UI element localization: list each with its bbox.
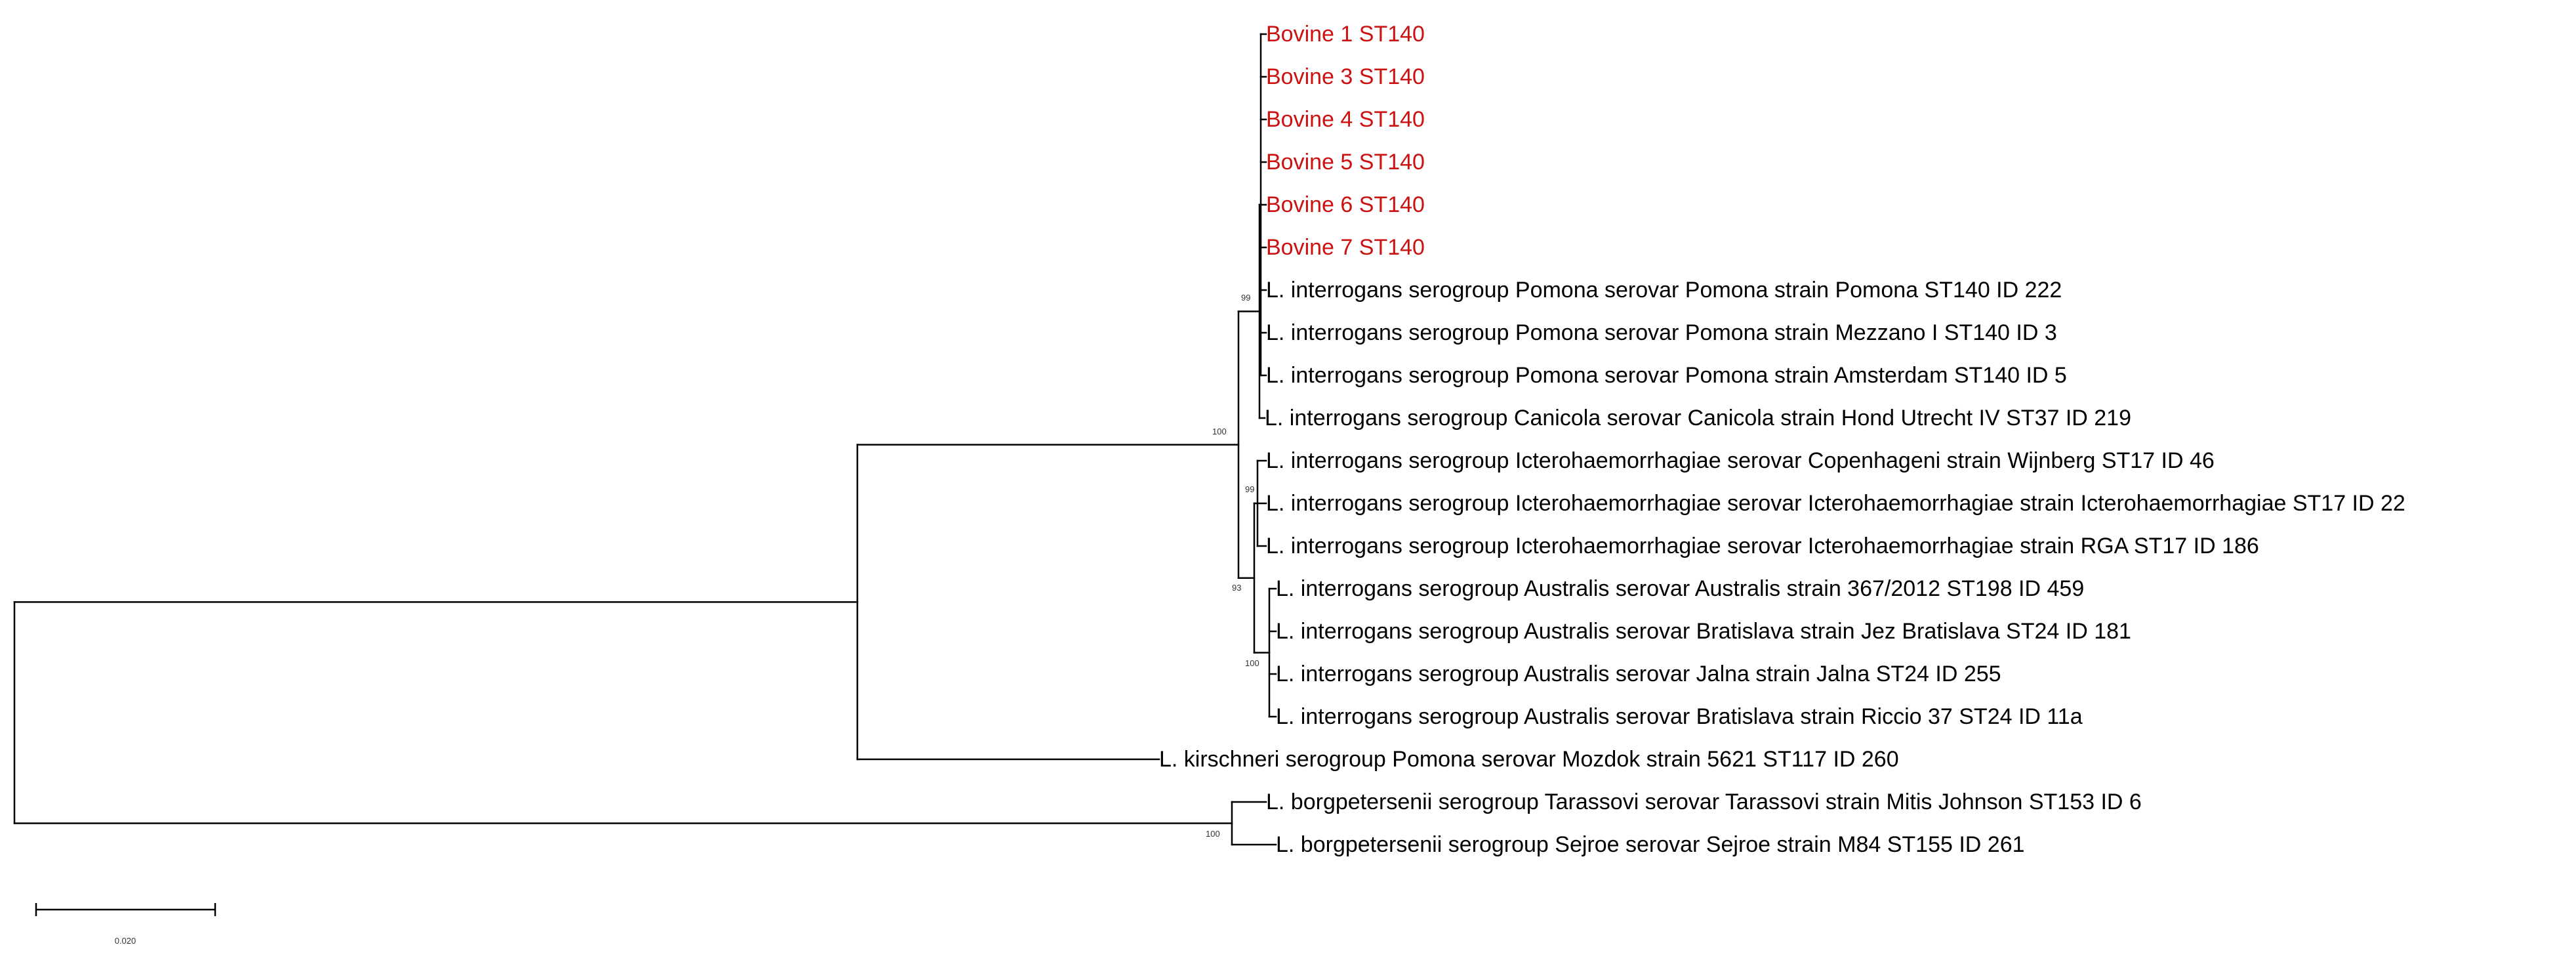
bootstrap-interrogans_root: 100 — [1212, 427, 1227, 436]
leaf-label-b7: Bovine 7 ST140 — [1266, 235, 1425, 260]
leaf-label-b5: Bovine 5 ST140 — [1266, 150, 1425, 175]
bootstrap-ictero_australis: 93 — [1232, 583, 1241, 593]
leaf-label-p5: L. interrogans serogroup Pomona serovar … — [1266, 363, 2067, 388]
leaf-label-b4: Bovine 4 ST140 — [1266, 107, 1425, 132]
bootstrap-ictero_clade: 99 — [1245, 484, 1254, 494]
leaf-label-b3: Bovine 3 ST140 — [1266, 64, 1425, 89]
bootstrap-australis_clade: 100 — [1245, 658, 1259, 668]
leaf-label-a11a: L. interrogans serogroup Australis serov… — [1276, 704, 2083, 729]
leaf-label-i22: L. interrogans serogroup Icterohaemorrha… — [1266, 491, 2405, 516]
leaf-label-bg261: L. borgpetersenii serogroup Sejroe serov… — [1276, 832, 2025, 857]
scale-bar-label: 0.020 — [115, 936, 136, 946]
leaf-label-a181: L. interrogans serogroup Australis serov… — [1276, 619, 2131, 644]
bootstrap-pomona_clade: 99 — [1241, 293, 1250, 303]
bootstrap-borgpetersenii_clade: 100 — [1206, 829, 1220, 839]
leaf-label-a255: L. interrogans serogroup Australis serov… — [1276, 662, 2001, 686]
scale-bar: 0.020 — [35, 903, 216, 946]
leaf-label-k260: L. kirschneri serogroup Pomona serovar M… — [1159, 747, 1899, 772]
leaf-label-a459: L. interrogans serogroup Australis serov… — [1276, 576, 2084, 601]
leaf-label-b1: Bovine 1 ST140 — [1266, 22, 1425, 47]
leaf-label-p222: L. interrogans serogroup Pomona serovar … — [1266, 278, 2062, 303]
leaf-label-p3: L. interrogans serogroup Pomona serovar … — [1266, 320, 2057, 345]
leaf-label-c219: L. interrogans serogroup Canicola serova… — [1265, 406, 2131, 431]
leaf-label-i186: L. interrogans serogroup Icterohaemorrha… — [1266, 534, 2259, 558]
leaf-label-b6: Bovine 6 ST140 — [1266, 192, 1425, 217]
leaf-label-bg6: L. borgpetersenii serogroup Tarassovi se… — [1266, 789, 2142, 814]
tree-branches — [13, 33, 1277, 846]
bootstrap-values: 99 100 99 93 100 100 — [1206, 293, 1259, 839]
leaf-label-i46: L. interrogans serogroup Icterohaemorrha… — [1266, 448, 2215, 473]
